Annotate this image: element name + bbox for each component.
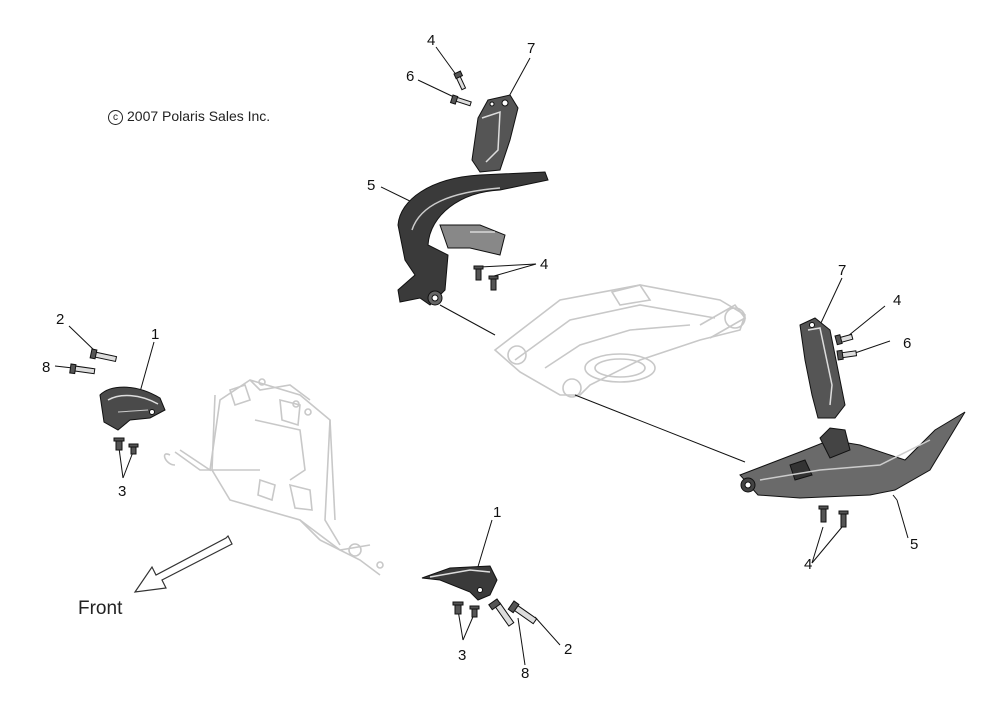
callout-8-bottom: 8 xyxy=(521,665,530,682)
bolts-2-8-left xyxy=(69,348,118,375)
part-1-left xyxy=(99,386,166,431)
bolts-4-right xyxy=(818,505,849,528)
part-7-right xyxy=(799,317,846,419)
swingarm-ghost xyxy=(493,284,747,398)
copyright-notice: c 2007 Polaris Sales Inc. xyxy=(108,108,270,125)
copyright-symbol: c xyxy=(108,110,123,125)
callout-2-left: 2 xyxy=(56,311,65,328)
part-1-bottom xyxy=(421,565,498,601)
callout-3-bottom: 3 xyxy=(458,647,467,664)
callout-7-right: 7 xyxy=(838,262,847,279)
bolts-4-mid xyxy=(473,265,499,291)
callout-1-bottom: 1 xyxy=(493,504,502,521)
copyright-text: 2007 Polaris Sales Inc. xyxy=(127,108,271,124)
bolts-4-6-right xyxy=(834,333,858,361)
frame-ghost xyxy=(163,378,384,576)
screws-3-left xyxy=(113,437,139,455)
front-direction-label: Front xyxy=(78,598,123,619)
callout-3-left: 3 xyxy=(118,483,127,500)
part-5-top xyxy=(397,171,549,306)
callout-6-top: 6 xyxy=(406,68,415,85)
callout-4-right: 4 xyxy=(893,292,902,309)
callout-6-right: 6 xyxy=(903,335,912,352)
callout-4-top: 4 xyxy=(427,32,436,49)
bolts-2-8-bottom xyxy=(488,598,538,627)
bolts-4-6-top xyxy=(449,70,472,107)
part-5-right xyxy=(739,411,966,499)
part-7-top xyxy=(471,94,519,173)
callout-2-bottom: 2 xyxy=(564,641,573,658)
leader-lines xyxy=(54,46,909,666)
callout-8-left: 8 xyxy=(42,359,51,376)
front-arrow xyxy=(133,534,233,593)
callout-1-left: 1 xyxy=(151,326,160,343)
callout-5-top: 5 xyxy=(367,177,376,194)
callout-4-lower-right: 4 xyxy=(804,556,813,573)
callout-7-top: 7 xyxy=(527,40,536,57)
screws-3-bottom xyxy=(452,601,480,618)
callout-4-mid: 4 xyxy=(540,256,549,273)
callout-5-right: 5 xyxy=(910,536,919,553)
